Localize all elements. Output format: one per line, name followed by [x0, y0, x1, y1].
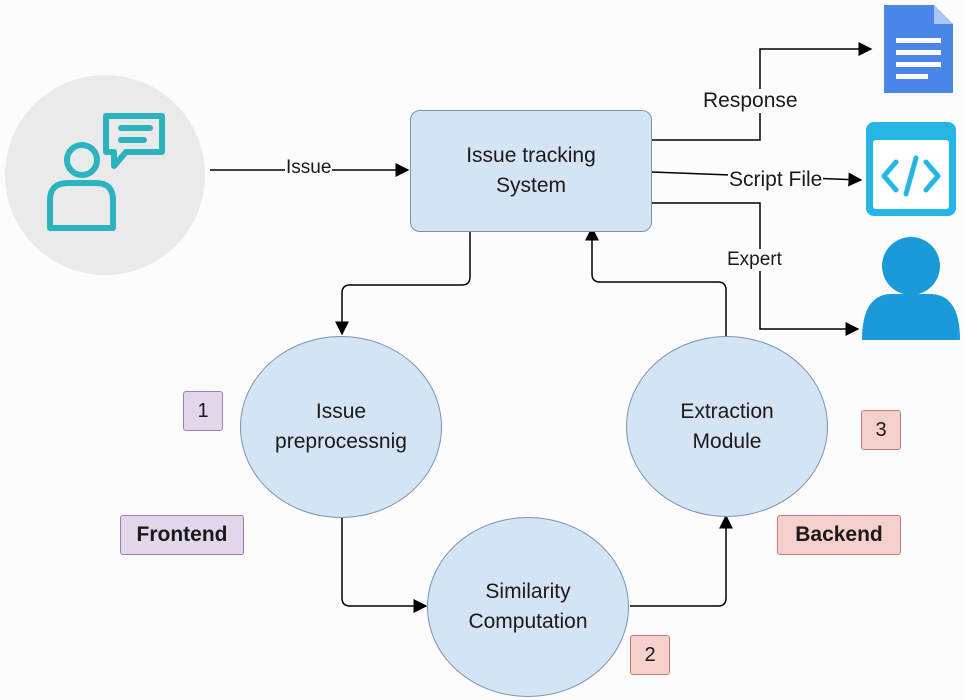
code-file-icon: [866, 122, 956, 216]
similarity-line1: Similarity: [485, 580, 571, 603]
expert-edge-label: Expert: [726, 249, 783, 271]
frontend-tag: Frontend: [120, 515, 244, 555]
extraction-module-node: Extraction Module: [626, 336, 828, 517]
extraction-to-system-connector: [585, 226, 727, 336]
issue-preprocessing-node: Issue preprocessnig: [240, 336, 442, 518]
backend-step-badge: 3: [861, 410, 901, 450]
issue-tracking-line1: Issue tracking: [466, 144, 596, 167]
similarity-to-extraction-connector: [630, 514, 733, 607]
issue-tracking-line2: System: [495, 174, 566, 197]
preprocessing-line1: Issue: [315, 400, 367, 423]
frontend-tag-text: Frontend: [136, 523, 228, 546]
similarity-line2: Computation: [468, 610, 588, 633]
user-chat-icon: [5, 75, 205, 275]
system-to-preprocessing-connector: [335, 232, 471, 336]
similarity-computation-node: Similarity Computation: [427, 517, 629, 697]
user-icon: [862, 237, 960, 340]
extraction-line1: Extraction: [680, 399, 774, 423]
badge-one-text: 1: [197, 399, 209, 422]
script-file-edge-label: Script File: [728, 168, 824, 192]
backend-tag-text: Backend: [795, 523, 883, 546]
extraction-line2: Module: [692, 429, 762, 453]
response-edge-label: Response: [702, 89, 799, 113]
backend-tag: Backend: [777, 515, 901, 555]
issue-edge-label: Issue: [285, 157, 333, 179]
frontend-step-badge: 1: [183, 391, 223, 431]
badge-two-text: 2: [644, 643, 656, 666]
issue-tracking-system-node: Issue tracking System: [410, 110, 652, 232]
similarity-step-badge: 2: [630, 635, 670, 675]
preprocessing-to-similarity-connector: [341, 518, 428, 613]
document-icon: [884, 5, 953, 93]
preprocessing-line2: preprocessnig: [275, 430, 407, 453]
badge-three-text: 3: [875, 418, 887, 441]
